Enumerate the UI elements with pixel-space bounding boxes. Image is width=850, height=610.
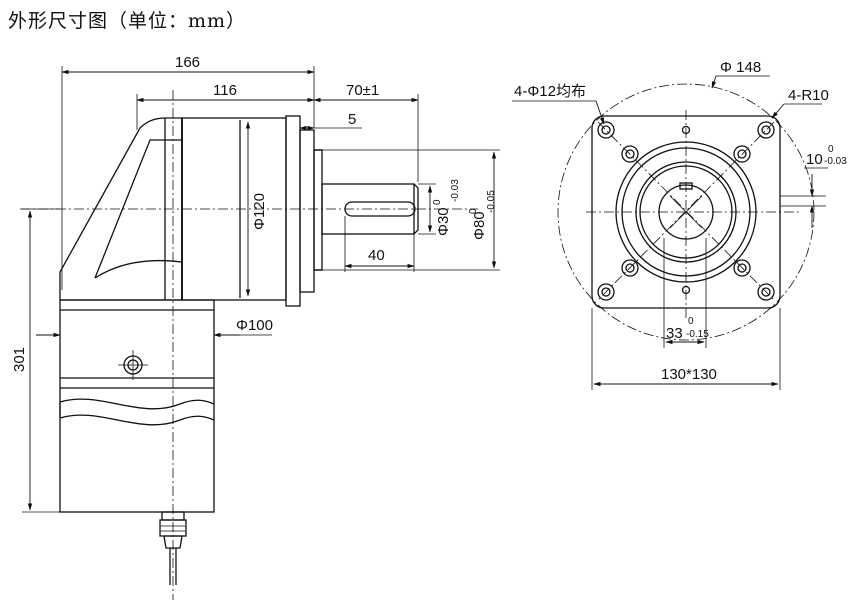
dim-phi148: Φ 148 (720, 59, 761, 76)
drawing-title: 外形尺寸图（单位：mm） (8, 10, 247, 32)
dim-166: 166 (175, 54, 200, 71)
tol-phi30-lower: -0.03 (450, 179, 461, 202)
bolt-hole (733, 145, 751, 163)
mount-hole (757, 121, 775, 139)
mount-hole (597, 121, 615, 139)
front-dimensions: 4-Φ12均布 Φ 148 4-R10 10 0 -0.03 33 0 -0.1… (512, 59, 847, 390)
tol-key10-lower: -0.03 (824, 156, 847, 167)
motor-housing (59, 299, 215, 513)
dim-130: 130*130 (661, 366, 717, 383)
dim-116: 116 (213, 82, 237, 99)
tol-phi80-upper: 0 (468, 208, 479, 214)
dim-5: 5 (348, 111, 356, 128)
tol-33-upper: 0 (688, 316, 694, 327)
break-line (59, 398, 215, 410)
dim-301: 301 (11, 347, 28, 372)
side-view (20, 90, 478, 600)
dim-r10: 4-R10 (788, 87, 829, 104)
tol-phi30-upper: 0 (432, 199, 443, 205)
dim-70: 70±1 (346, 82, 379, 99)
dim-phi120: Φ120 (251, 193, 268, 230)
bolt-hole (733, 259, 751, 277)
dim-key10: 10 (806, 151, 823, 168)
mount-hole (597, 283, 615, 301)
dim-phi80: Φ80 (471, 211, 488, 240)
tol-phi80-lower: -0.05 (486, 190, 497, 213)
dim-phi30: Φ30 (435, 207, 452, 236)
tol-33-lower: -0.15 (686, 329, 709, 340)
bolt-hole (621, 259, 639, 277)
mount-hole (757, 283, 775, 301)
output-flange (285, 115, 301, 307)
bolt-hole (621, 145, 639, 163)
front-view (557, 83, 815, 341)
gearbox-body (181, 117, 287, 301)
gearbox-housing (59, 117, 183, 301)
side-dimensions: 166 116 70±1 5 Φ120 Φ30 0 -0.03 Φ80 0 -0… (11, 54, 500, 513)
dim-40: 40 (368, 247, 385, 264)
dim-holes: 4-Φ12均布 (514, 83, 586, 100)
dim-33: 33 (666, 325, 683, 342)
dim-phi100: Φ100 (236, 317, 273, 334)
tol-key10-upper: 0 (828, 144, 834, 155)
